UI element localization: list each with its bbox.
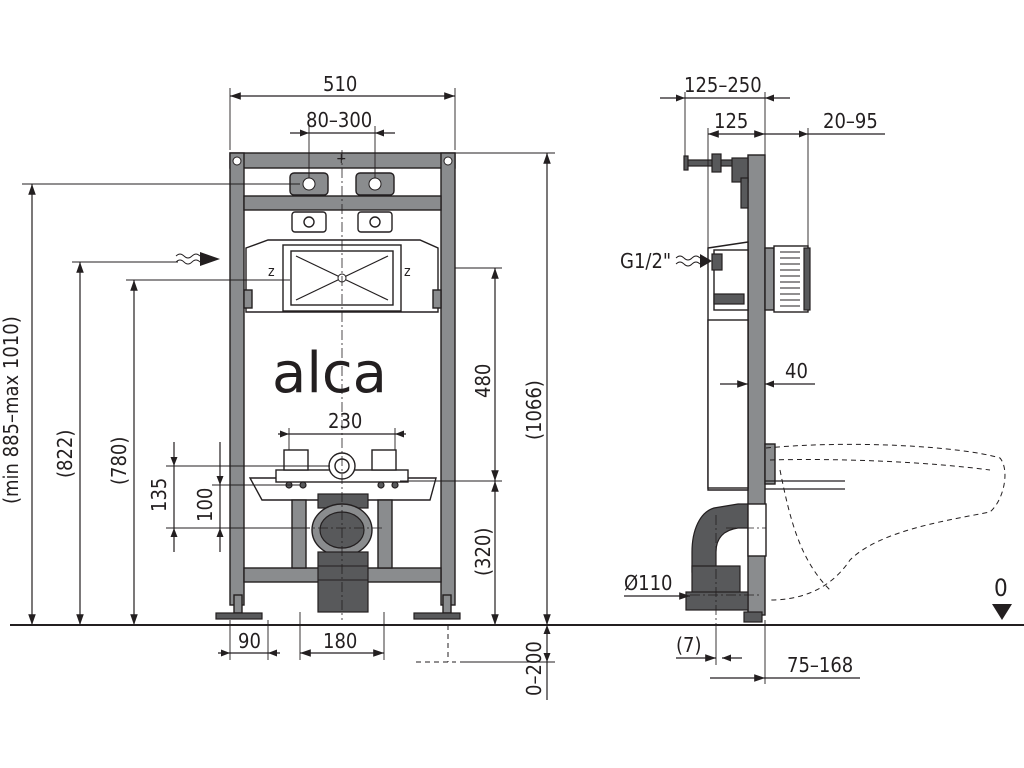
- svg-text:z: z: [404, 264, 411, 280]
- svg-text:+: +: [336, 151, 347, 167]
- floor-level-marker: [992, 604, 1012, 620]
- dim-pipe-spacing: 230: [328, 409, 362, 433]
- dim-100: 100: [193, 488, 217, 522]
- brand-logo: alca: [272, 341, 387, 406]
- dim-depth-125: 125: [714, 109, 748, 133]
- dim-bracket-spacing: 80–300: [306, 108, 372, 132]
- side-view: [675, 153, 1012, 628]
- dim-75-168: 75–168: [787, 653, 853, 677]
- dim-depth-20-95: 20–95: [823, 109, 878, 133]
- label-floor-level: 0: [994, 574, 1008, 602]
- dim-7: (7): [676, 633, 702, 657]
- label-water-inlet: G1/2": [620, 249, 671, 273]
- dim-height-822: (822): [53, 430, 77, 478]
- dim-135: 135: [147, 478, 171, 512]
- dim-40: 40: [785, 359, 808, 383]
- dim-waste-diameter: Ø110: [624, 571, 673, 595]
- dim-1066: (1066): [522, 380, 546, 440]
- dim-height-range: (min 885–max 1010): [0, 316, 23, 504]
- dim-foot-90: 90: [238, 629, 261, 653]
- dim-480: 480: [471, 364, 495, 398]
- dim-depth-range: 125–250: [684, 73, 762, 97]
- front-view: + z z alca: [175, 150, 461, 663]
- dim-foot-180: 180: [323, 629, 357, 653]
- dim-height-780: (780): [107, 437, 131, 485]
- dim-width-total: 510: [323, 72, 357, 96]
- side-dimensions: 125–250 125 20–95 G1/2" 40 Ø110 (7) 75–1…: [620, 73, 1008, 684]
- dim-floor-adjust: 0–200: [522, 641, 546, 696]
- dim-320: (320): [471, 528, 495, 576]
- front-dimensions: 510 80–300 230 (min 885–max 1010) (822) …: [0, 72, 555, 700]
- svg-text:z: z: [268, 264, 275, 280]
